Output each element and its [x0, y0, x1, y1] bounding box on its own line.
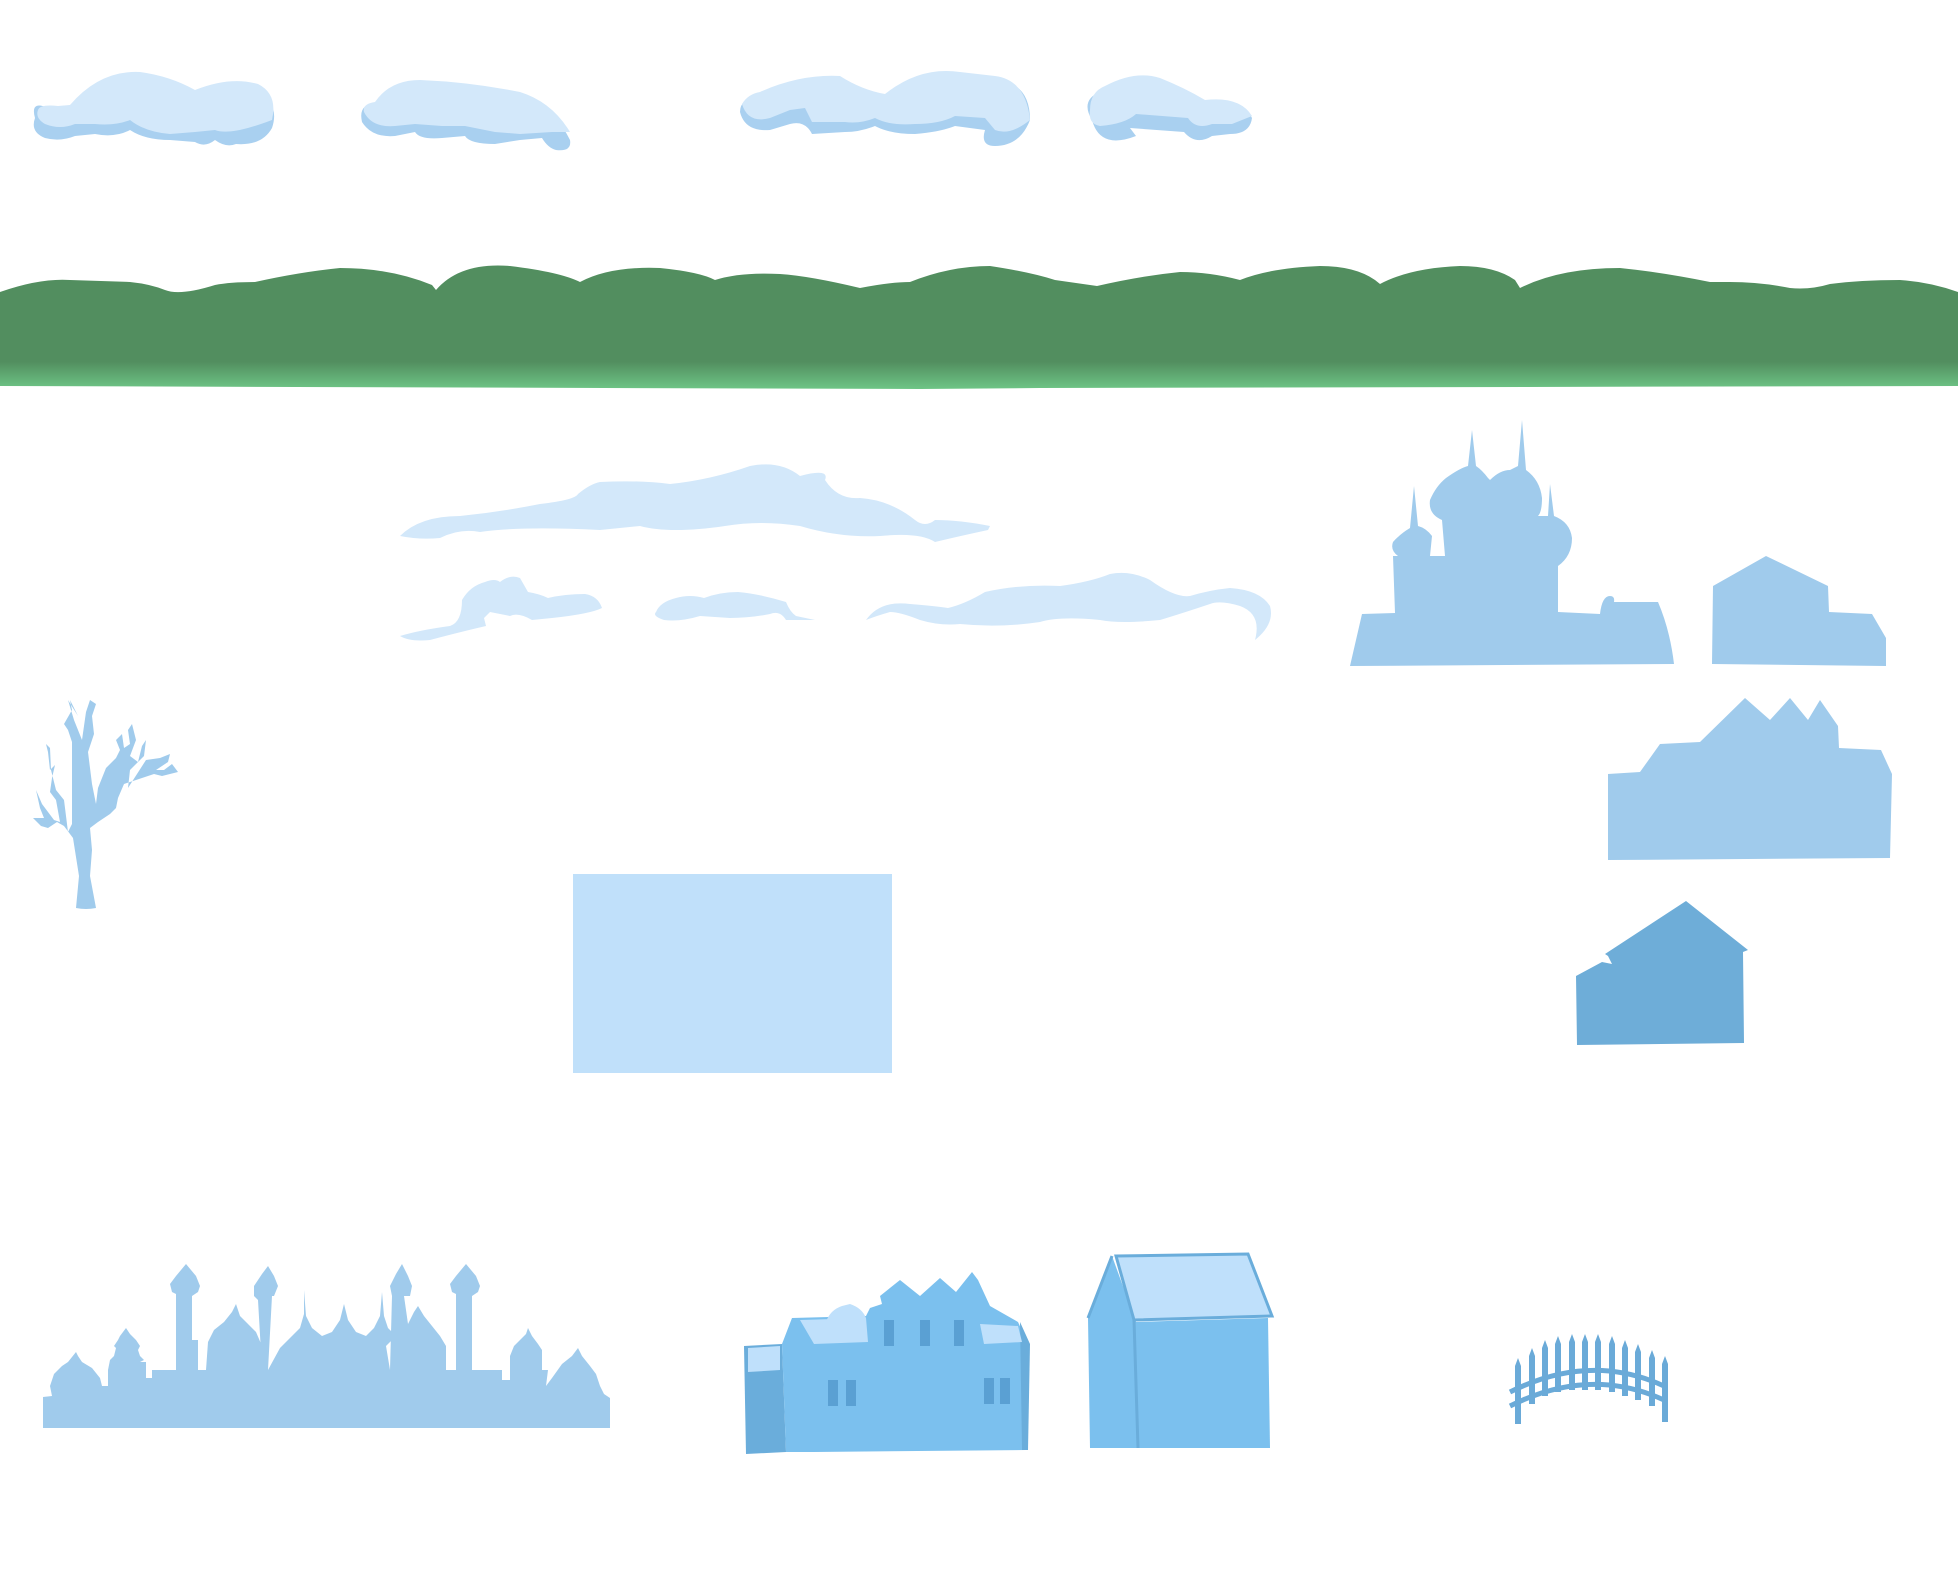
- fence-picket: [1515, 1358, 1521, 1424]
- bare-tree-icon: [33, 700, 178, 909]
- cloud-wisp-icon: [400, 464, 990, 542]
- fence-picket: [1622, 1340, 1628, 1396]
- fence-picket: [1569, 1334, 1575, 1390]
- fence-picket: [1542, 1340, 1548, 1396]
- shed-icon: [1086, 1252, 1275, 1449]
- fence-picket: [1595, 1334, 1601, 1390]
- fence-icon: [1508, 1334, 1668, 1424]
- blank-panel: [573, 874, 892, 1073]
- cloud-wisp-icon: [866, 572, 1271, 640]
- fence-picket: [1662, 1356, 1668, 1422]
- building-group-icon: [744, 1272, 1030, 1454]
- cloud-puffy-icon: [33, 71, 275, 146]
- cloud-puffy-icon: [740, 70, 1030, 146]
- cloud-puffy-icon: [361, 80, 571, 151]
- cloud-wisp-icon: [400, 576, 602, 641]
- fence-picket: [1582, 1334, 1588, 1390]
- house-silhouette-icon: [1712, 556, 1886, 666]
- house-silhouette-icon: [1576, 901, 1748, 1045]
- fence-picket: [1555, 1336, 1561, 1392]
- fence-rail: [1508, 1381, 1666, 1409]
- fence-picket: [1635, 1344, 1641, 1400]
- fence-picket: [1529, 1348, 1535, 1404]
- mosque-skyline-icon: [43, 1264, 610, 1428]
- fence-rail: [1508, 1367, 1666, 1395]
- fence-picket: [1609, 1336, 1615, 1392]
- cathedral-silhouette-icon: [1350, 420, 1674, 666]
- hills-strip-icon: [0, 265, 1958, 389]
- cloud-wisp-icon: [655, 592, 815, 621]
- cloud-puffy-icon: [1087, 75, 1252, 141]
- factory-silhouette-icon: [1608, 698, 1892, 860]
